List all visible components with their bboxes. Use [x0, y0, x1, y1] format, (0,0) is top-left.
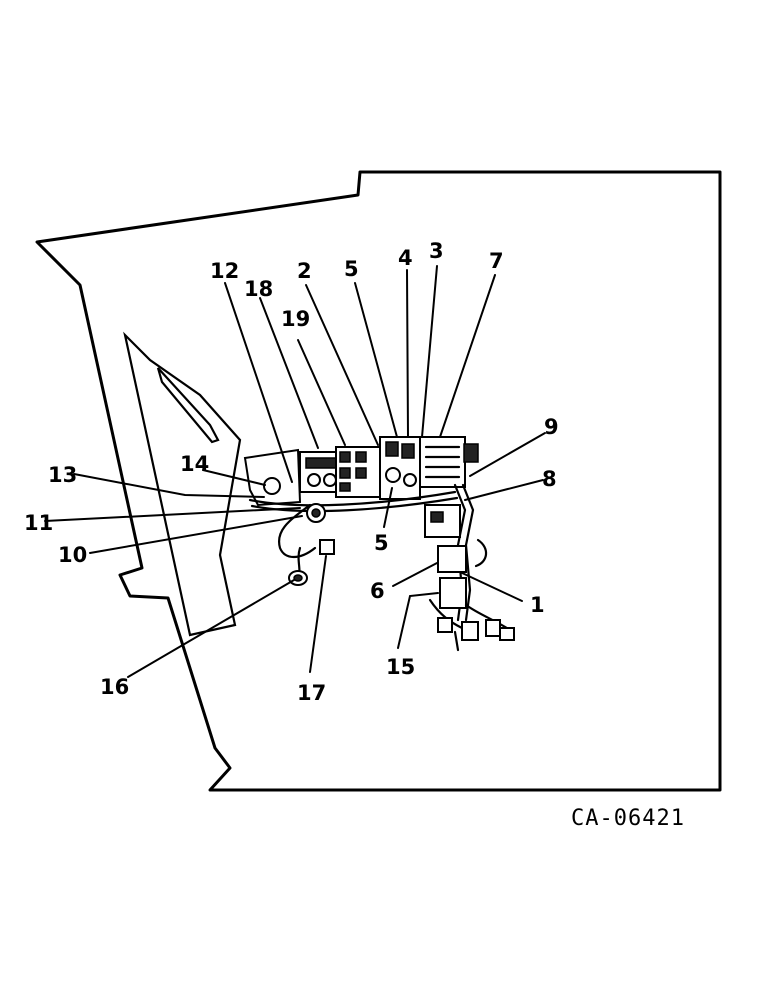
callout-labels: 12 18 19 2 5 4 3 7 9 8 13 14 11 10 5 6 1… — [24, 239, 559, 705]
callout-16: 16 — [100, 675, 129, 699]
callout-9: 9 — [544, 415, 559, 439]
callout-6: 6 — [370, 579, 385, 603]
callout-13: 13 — [48, 463, 77, 487]
callout-2: 2 — [297, 259, 312, 283]
callout-1: 1 — [530, 593, 545, 617]
callout-11: 11 — [24, 511, 53, 535]
figure-id: CA-06421 — [571, 806, 685, 831]
cab-outline — [35, 170, 722, 792]
callout-12: 12 — [210, 259, 239, 283]
leader-lines — [44, 265, 546, 678]
callout-7: 7 — [489, 249, 504, 273]
callout-19: 19 — [281, 307, 310, 331]
callout-8: 8 — [542, 467, 557, 491]
callout-10: 10 — [58, 543, 87, 567]
callout-5-top: 5 — [344, 257, 359, 281]
callout-18: 18 — [244, 277, 273, 301]
dash-panel-harness — [243, 436, 515, 652]
callout-14: 14 — [180, 452, 209, 476]
callout-4: 4 — [398, 246, 413, 270]
callout-5-bottom: 5 — [374, 531, 389, 555]
callout-3: 3 — [429, 239, 444, 263]
callout-15: 15 — [386, 655, 415, 679]
callout-17: 17 — [297, 681, 326, 705]
